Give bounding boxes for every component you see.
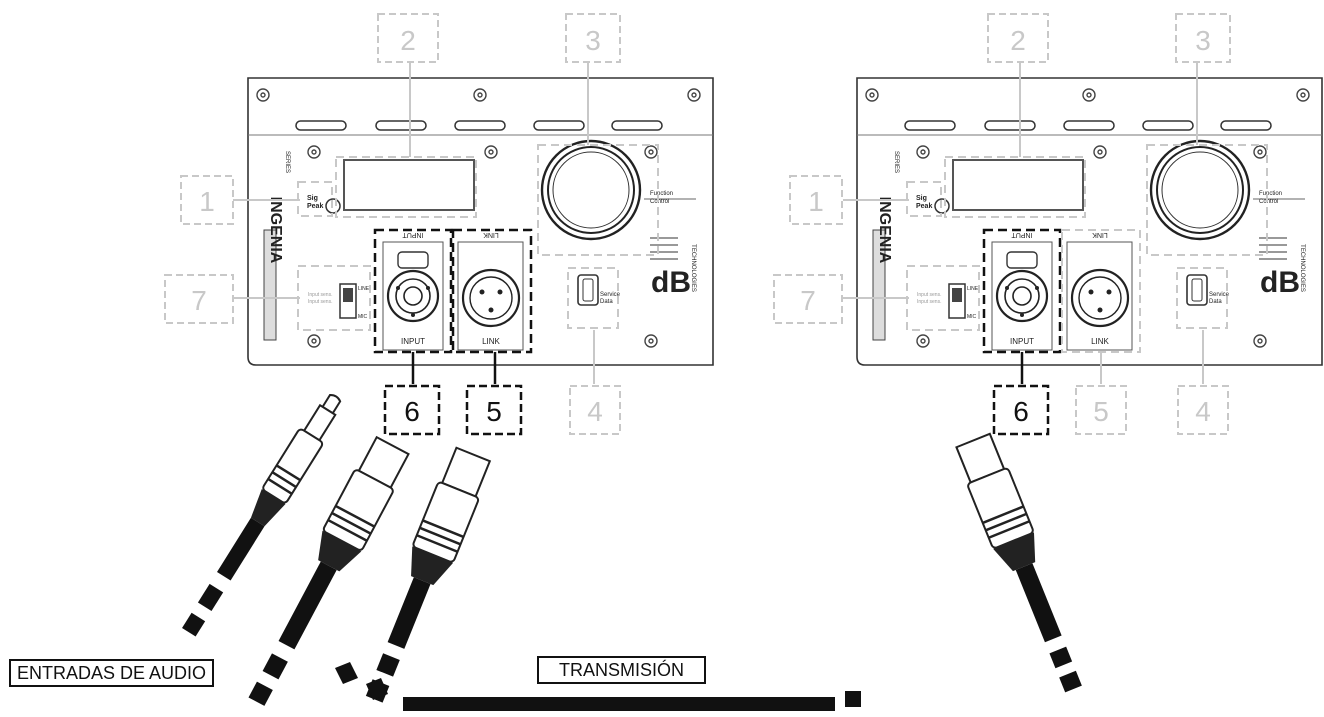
callout-3: 3 (1195, 25, 1211, 56)
control-label: Control (1259, 199, 1278, 205)
peak-label: Peak (307, 203, 323, 210)
mic-label: MIC (967, 314, 977, 320)
callout-2: 2 (400, 25, 416, 56)
callout-7: 7 (191, 285, 207, 316)
callout-4: 4 (587, 396, 603, 427)
transmission-caption: TRANSMISIÓN (537, 656, 707, 684)
technologies-label: TECHNOLOGIES (1299, 244, 1305, 292)
function-label: Function (1259, 191, 1282, 197)
callouts-faded (164, 13, 1231, 435)
callout-5: 5 (1093, 396, 1109, 427)
logo-label: dB (1260, 266, 1300, 299)
data-label: Data (1209, 299, 1222, 305)
panel-2-labels: Sig Peak INGENIA SERIES INPUT INPUT LINK… (876, 151, 1305, 346)
panel-1-link-frame (451, 228, 533, 354)
callout-7: 7 (800, 285, 816, 316)
faded-frames (297, 144, 1268, 353)
leader-lines (233, 58, 1204, 384)
input-top-label: INPUT (1011, 231, 1033, 238)
xlr-link-plug-icon (365, 446, 492, 703)
input-bottom-label: INPUT (401, 337, 425, 346)
logo-label: dB (651, 266, 691, 299)
leader-lines-dark (411, 352, 1024, 384)
function-label: Function (650, 191, 673, 197)
callout-numbers: 2 3 1 7 4 6 5 2 3 1 7 5 4 6 (191, 25, 1211, 427)
transmission-cable (335, 662, 861, 711)
technologies-label: TECHNOLOGIES (690, 244, 696, 292)
callout-1: 1 (808, 186, 824, 217)
line-label: LINE (358, 286, 370, 292)
callouts-highlight (383, 384, 1050, 436)
series-label: SERIES (893, 151, 899, 173)
input-sens-label-2: Input sens. (308, 299, 332, 305)
callout-4: 4 (1195, 396, 1211, 427)
link-bottom-label: LINK (1091, 337, 1109, 346)
link-bottom-label: LINK (482, 337, 500, 346)
callout-6: 6 (1013, 396, 1029, 427)
control-label: Control (650, 199, 669, 205)
signal-label: Sig (307, 195, 318, 202)
link-top-label: LINK (483, 231, 499, 238)
line-label: LINE (967, 286, 979, 292)
speaker-panel-1 (246, 76, 715, 367)
speaker-panel-2 (855, 76, 1324, 367)
signal-label: Sig (916, 195, 927, 202)
input-sens-label-1: Input sens. (308, 292, 332, 298)
mic-label: MIC (358, 314, 368, 320)
brand-vertical-label: INGENIA (267, 197, 284, 264)
callout-5: 5 (486, 396, 502, 427)
input-bottom-label: INPUT (1010, 337, 1034, 346)
input-sens-label-2: Input sens. (917, 299, 941, 305)
peak-label: Peak (916, 203, 932, 210)
jack-plug-icon (182, 394, 342, 637)
input-top-label: INPUT (402, 231, 424, 238)
callout-2: 2 (1010, 25, 1026, 56)
data-label: Data (600, 299, 613, 305)
audio-inputs-caption: ENTRADAS DE AUDIO (9, 659, 215, 687)
series-label: SERIES (284, 151, 290, 173)
highlight-frames (373, 228, 1062, 354)
service-label: Service (600, 292, 621, 298)
link-top-label: LINK (1092, 231, 1108, 238)
brand-vertical-label: INGENIA (876, 197, 893, 264)
xlr-plug-icon (248, 435, 410, 706)
callout-6: 6 (404, 396, 420, 427)
callout-1: 1 (199, 186, 215, 217)
input-sens-label-1: Input sens. (917, 292, 941, 298)
panel-1-labels: Sig Peak INGENIA SERIES INPUT INPUT LINK… (267, 151, 696, 346)
callout-3: 3 (585, 25, 601, 56)
xlr-input-plug-icon (955, 432, 1082, 693)
service-label: Service (1209, 292, 1230, 298)
